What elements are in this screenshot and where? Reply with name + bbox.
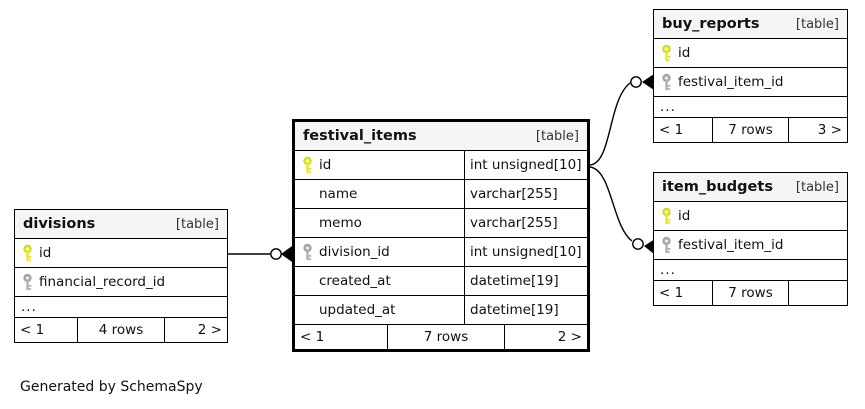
columns-truncated-indicator: ...	[654, 97, 847, 118]
key-icon-foreign	[660, 236, 673, 254]
columns-truncated-indicator: ...	[654, 260, 847, 281]
key-icon-primary	[660, 44, 673, 62]
column-name: id	[678, 208, 691, 224]
table-footer: < 1 7 rows 3 >	[654, 118, 847, 142]
edge-festival-items-to-item-budgets	[589, 166, 655, 254]
column-row-memo[interactable]: memo varchar[255]	[295, 209, 587, 238]
footer-prev-page[interactable]: < 1	[300, 329, 325, 345]
footer-next-page[interactable]: 2 >	[197, 322, 222, 338]
table-kind-label: [table]	[795, 16, 839, 32]
column-name: name	[319, 186, 358, 202]
table-title: item_budgets	[662, 179, 773, 195]
table-title: buy_reports	[662, 16, 760, 32]
column-type: datetime[19]	[464, 267, 587, 295]
column-row-id[interactable]: id int unsigned[10]	[295, 151, 587, 180]
column-type: datetime[19]	[464, 296, 587, 324]
table-item-budgets[interactable]: item_budgets [table] id	[653, 172, 848, 306]
column-row-name[interactable]: name varchar[255]	[295, 180, 587, 209]
columns-truncated-indicator: ...	[15, 297, 227, 318]
footer-row-count: 7 rows	[712, 118, 789, 142]
column-type: int unsigned[10]	[464, 151, 587, 179]
column-name: festival_item_id	[678, 74, 784, 90]
key-icon-primary	[301, 156, 314, 174]
column-row-festival-item-id[interactable]: festival_item_id	[654, 231, 847, 260]
table-header: buy_reports [table]	[654, 10, 847, 39]
key-icon-foreign	[301, 243, 314, 261]
footer-prev-page[interactable]: < 1	[659, 285, 684, 301]
table-header: item_budgets [table]	[654, 173, 847, 202]
key-icon-primary	[660, 207, 673, 225]
table-kind-label: [table]	[535, 128, 579, 144]
footer-prev-page[interactable]: < 1	[659, 122, 684, 138]
key-icon-primary	[21, 244, 34, 262]
column-row-festival-item-id[interactable]: festival_item_id	[654, 68, 847, 97]
column-row-id[interactable]: id	[15, 239, 227, 268]
column-row-id[interactable]: id	[654, 202, 847, 231]
table-festival-items[interactable]: festival_items [table] id int unsigned[1…	[292, 119, 590, 352]
column-type: varchar[255]	[464, 180, 587, 208]
column-row-updated-at[interactable]: updated_at datetime[19]	[295, 296, 587, 325]
column-name: updated_at	[319, 302, 396, 318]
table-footer: < 1 7 rows	[654, 281, 847, 305]
table-title: divisions	[23, 216, 96, 232]
column-type: int unsigned[10]	[464, 238, 587, 266]
table-footer: < 1 4 rows 2 >	[15, 318, 227, 342]
edge-festival-items-to-buy-reports	[589, 74, 654, 166]
footer-next-page[interactable]: 2 >	[557, 329, 582, 345]
cardinality-zero-marker	[270, 248, 282, 260]
table-buy-reports[interactable]: buy_reports [table] id	[653, 9, 848, 143]
column-type: varchar[255]	[464, 209, 587, 237]
column-name: id	[678, 45, 691, 61]
column-row-financial-record-id[interactable]: financial_record_id	[15, 268, 227, 297]
table-divisions[interactable]: divisions [table] id	[14, 209, 228, 343]
column-row-created-at[interactable]: created_at datetime[19]	[295, 267, 587, 296]
table-title: festival_items	[303, 128, 417, 144]
table-footer: < 1 7 rows 2 >	[295, 325, 587, 349]
column-name: festival_item_id	[678, 237, 784, 253]
key-icon-foreign	[660, 73, 673, 91]
column-row-division-id[interactable]: division_id int unsigned[10]	[295, 238, 587, 267]
footer-prev-page[interactable]: < 1	[20, 322, 45, 338]
column-name: id	[39, 245, 52, 261]
footer-next-page[interactable]: 3 >	[817, 122, 842, 138]
column-name: financial_record_id	[39, 274, 166, 290]
column-name: created_at	[319, 273, 391, 289]
footer-next-page[interactable]	[789, 281, 847, 305]
table-header: festival_items [table]	[295, 122, 587, 151]
footer-row-count: 4 rows	[77, 318, 165, 342]
column-name: id	[319, 157, 332, 173]
column-name: memo	[319, 215, 362, 231]
footer-row-count: 7 rows	[712, 281, 789, 305]
cardinality-zero-marker	[632, 238, 644, 250]
diagram-caption: Generated by SchemaSpy	[20, 379, 203, 395]
crowsfoot-many-marker	[281, 246, 292, 262]
footer-row-count: 7 rows	[387, 325, 505, 349]
table-kind-label: [table]	[175, 216, 219, 232]
key-icon-foreign	[21, 273, 34, 291]
column-row-id[interactable]: id	[654, 39, 847, 68]
column-name: division_id	[319, 244, 390, 260]
edge-divisions-to-festival-items	[228, 246, 292, 262]
table-kind-label: [table]	[795, 179, 839, 195]
table-header: divisions [table]	[15, 210, 227, 239]
cardinality-zero-marker	[630, 76, 642, 88]
